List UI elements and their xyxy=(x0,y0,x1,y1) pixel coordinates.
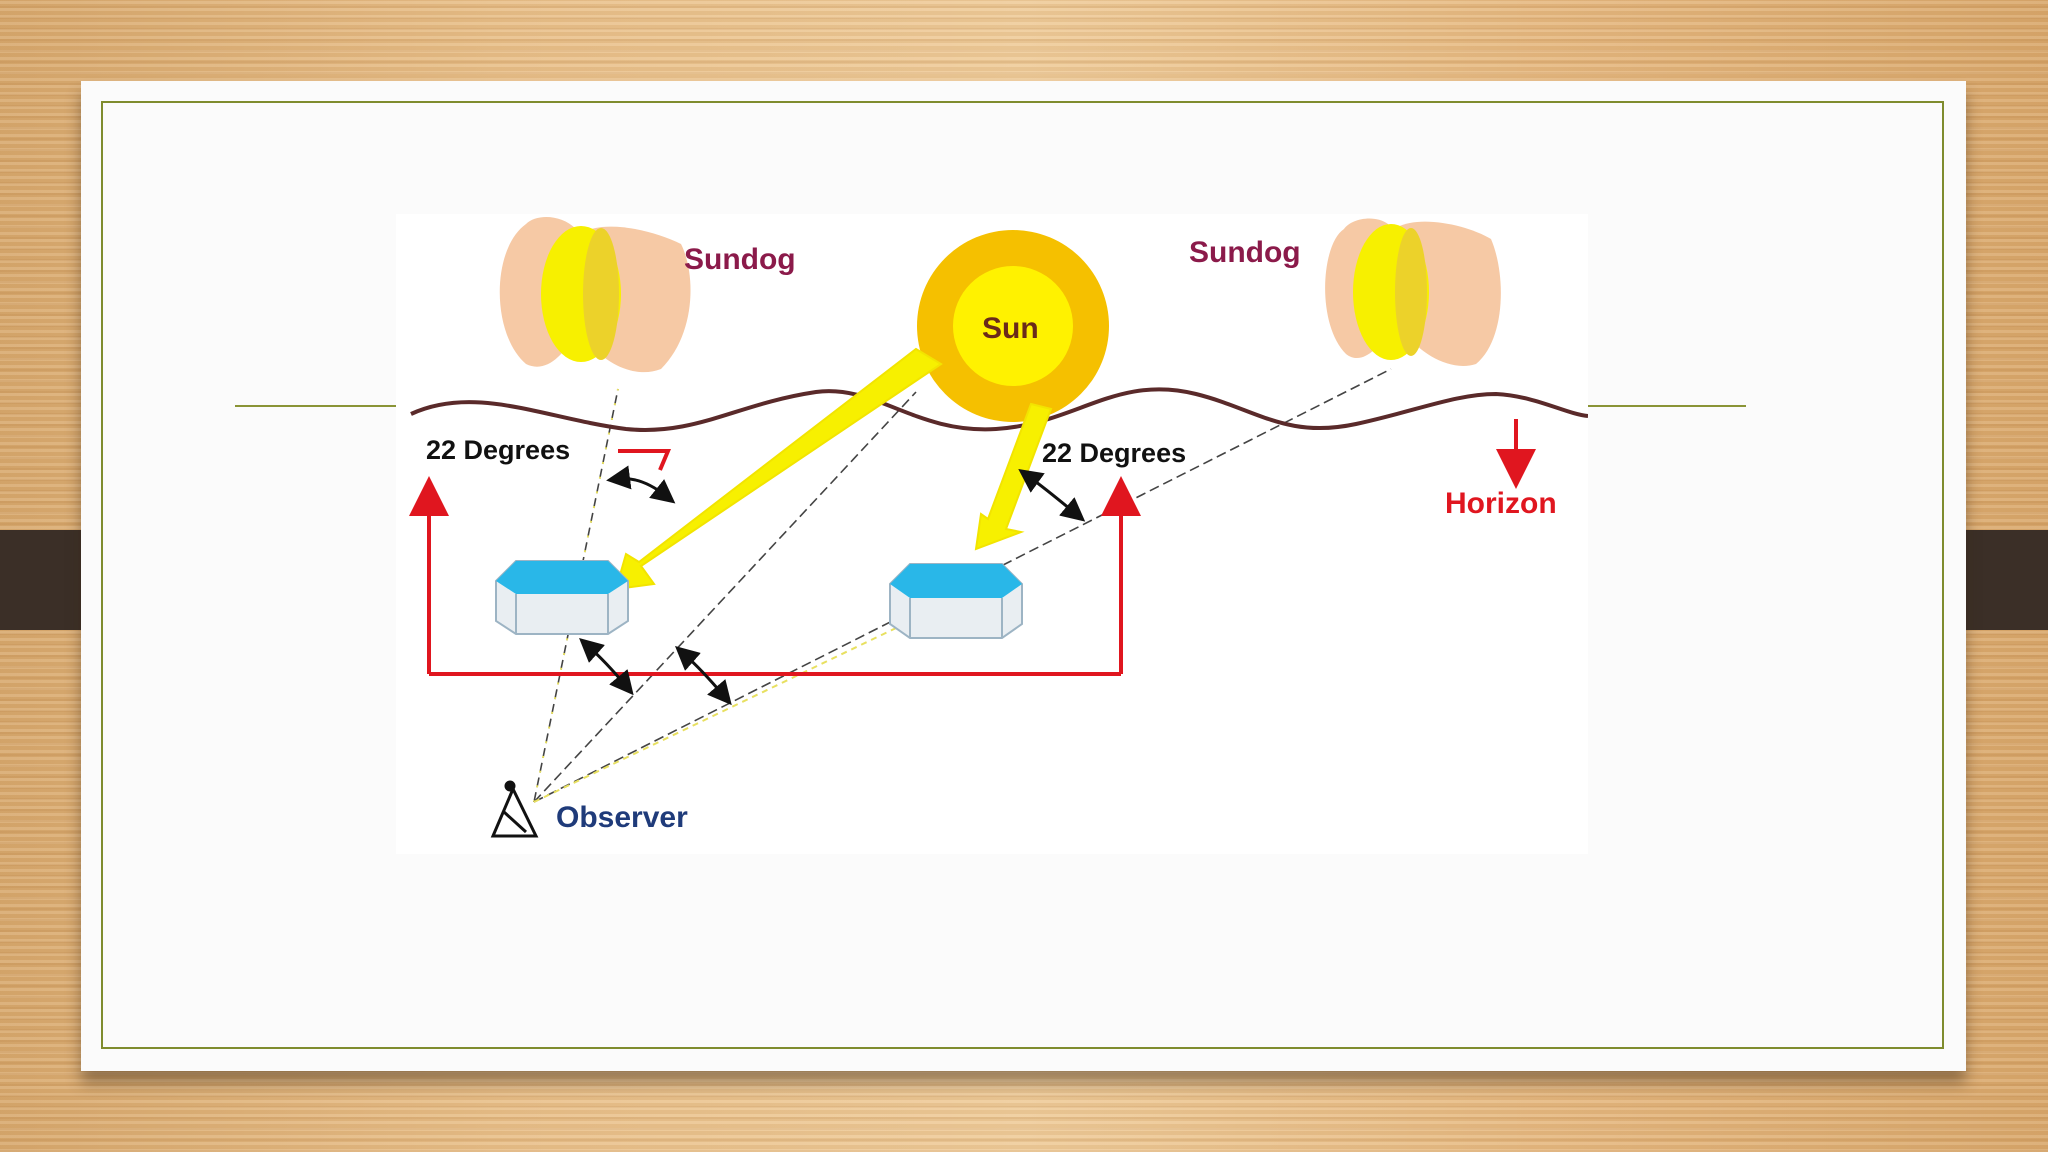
angle-left-label: 22 Degrees xyxy=(426,435,570,465)
ice-crystal-right xyxy=(889,563,1023,639)
sundog-diagram: Sundog Sundog Sun 22 Degrees 22 Degrees … xyxy=(396,214,1588,854)
ice-crystal-left xyxy=(495,560,629,635)
slide-inner-frame xyxy=(101,101,1944,1049)
sundog-diagram-svg: Sundog Sundog Sun 22 Degrees 22 Degrees … xyxy=(409,217,1588,838)
angle-arrows xyxy=(579,465,1086,706)
right-accent-line xyxy=(1588,405,1746,407)
sundog-left xyxy=(499,217,691,373)
sun xyxy=(917,230,1109,422)
sun-rays xyxy=(614,347,1053,591)
sundog-left-label: Sundog xyxy=(684,243,796,276)
red-angle-bracket xyxy=(409,419,1536,676)
sundog-right-label: Sundog xyxy=(1189,236,1301,269)
horizon-label: Horizon xyxy=(1445,487,1557,520)
observer-label: Observer xyxy=(556,801,688,834)
observer-icon xyxy=(490,780,539,838)
sundog-right xyxy=(1325,218,1501,366)
angle-right-label: 22 Degrees xyxy=(1042,438,1186,468)
sun-label: Sun xyxy=(982,312,1039,345)
left-accent-line xyxy=(235,405,399,407)
